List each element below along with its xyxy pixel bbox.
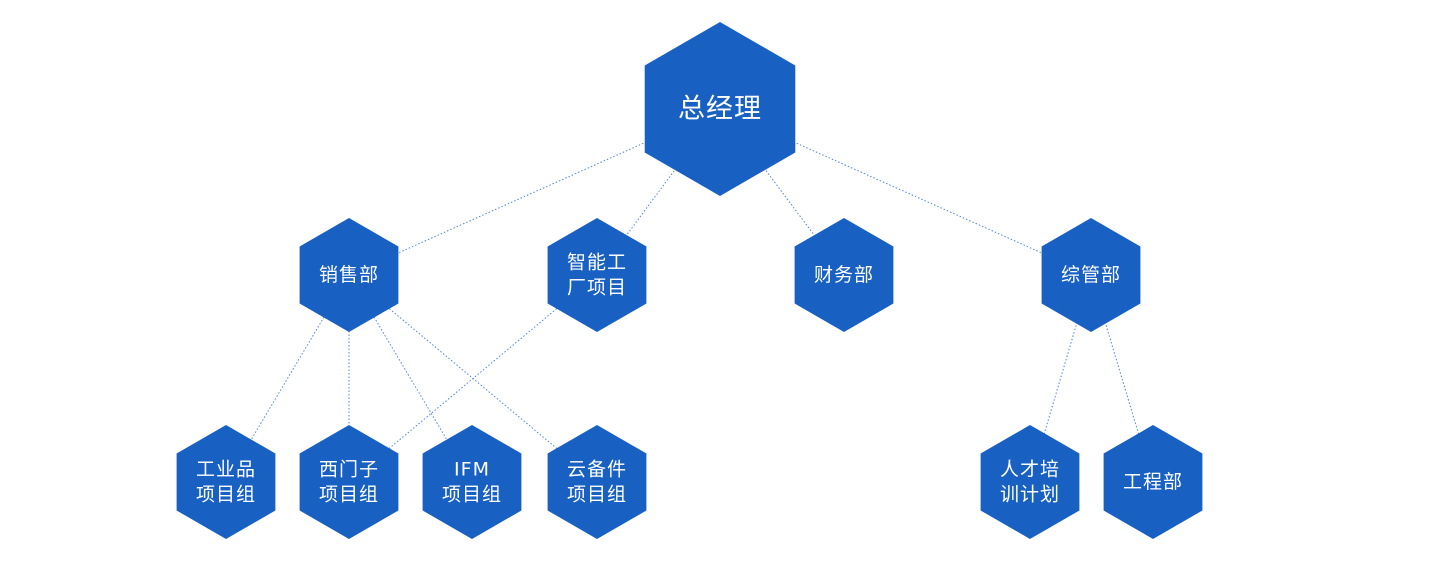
node-label: 工业品 <box>196 459 256 481</box>
hexagon-shape <box>794 218 894 332</box>
hexagon-shape <box>644 22 796 196</box>
node-label: 项目组 <box>319 484 379 506</box>
node-label: 财务部 <box>814 264 874 286</box>
node-label: 工程部 <box>1123 471 1183 493</box>
node-label: 项目组 <box>196 484 256 506</box>
node-label: 云备件 <box>567 459 627 481</box>
connector-smart-factory-to-siemens <box>348 274 598 483</box>
node-label: 销售部 <box>319 264 379 286</box>
node-label: IFM <box>454 459 490 481</box>
node-label: 西门子 <box>319 459 379 481</box>
node-admin[interactable]: 综管部 <box>1041 218 1141 332</box>
node-label: 厂项目 <box>567 277 627 299</box>
hexagon-shape <box>422 425 522 539</box>
hexagon-shape <box>1041 218 1141 332</box>
org-nodes: 总经理销售部智能工厂项目财务部综管部工业品项目组西门子项目组IFM项目组云备件项… <box>176 22 1203 539</box>
node-engineering[interactable]: 工程部 <box>1103 425 1203 539</box>
node-finance[interactable]: 财务部 <box>794 218 894 332</box>
node-gm[interactable]: 总经理 <box>644 22 796 196</box>
hexagon-shape <box>299 425 399 539</box>
node-label: 智能工 <box>567 252 627 274</box>
node-label: 项目组 <box>442 484 502 506</box>
node-label: 人才培 <box>1000 459 1060 481</box>
node-label: 训计划 <box>1000 484 1060 506</box>
node-ifm[interactable]: IFM 项目组 <box>422 425 522 539</box>
hexagon-shape <box>1103 425 1203 539</box>
node-sales[interactable]: 销售部 <box>299 218 399 332</box>
node-label: 总经理 <box>678 94 762 125</box>
node-label: 项目组 <box>567 484 627 506</box>
hexagon-shape <box>547 218 647 332</box>
hexagon-shape <box>980 425 1080 539</box>
hexagon-shape <box>547 425 647 539</box>
node-label: 综管部 <box>1061 264 1121 286</box>
hexagon-shape <box>299 218 399 332</box>
hexagon-shape <box>176 425 276 539</box>
